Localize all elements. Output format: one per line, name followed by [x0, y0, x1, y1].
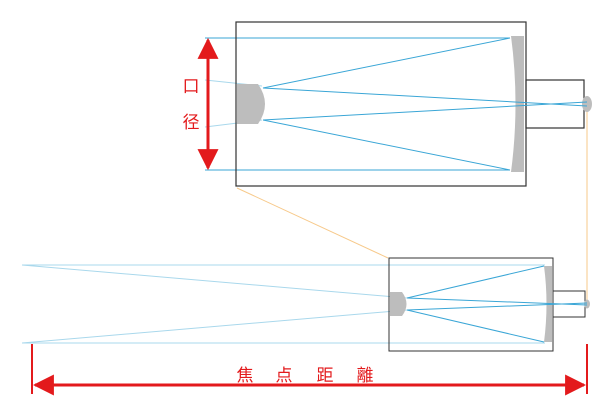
focal-point-enlarged	[582, 96, 592, 112]
incoming-rays-small	[21, 264, 545, 344]
reflect-ray-3	[262, 87, 588, 107]
zoom-connector-left	[236, 187, 389, 259]
zoom-connector	[236, 110, 588, 300]
tube-body-small	[388, 257, 554, 352]
tube-body-enlarged	[235, 21, 527, 187]
reflected-rays-small	[406, 265, 588, 343]
focal-length-label-char-3: 距	[317, 366, 334, 386]
focal-length-label-char-2: 点	[276, 366, 293, 386]
secondary-mirror-enlarged	[237, 84, 265, 124]
reflect-ray-4	[262, 101, 588, 121]
focal-length-dimension: 焦 点 距 離	[31, 344, 588, 396]
reflect-ray-1	[262, 37, 511, 89]
focal-length-label-bg	[225, 366, 385, 382]
enlarged-telescope: 口 径	[180, 21, 592, 187]
faint-ray-bottom-small	[21, 309, 408, 344]
reflect-ray-small-4	[406, 302, 588, 311]
primary-mirror-enlarged	[511, 36, 524, 172]
reflect-ray-2	[262, 119, 511, 171]
faint-ray-top-small	[21, 264, 408, 299]
aperture-label-char-1: 口	[183, 77, 200, 97]
reflect-ray-small-1	[406, 265, 545, 299]
aperture-label-char-2: 径	[183, 113, 200, 133]
secondary-mirror-small	[390, 292, 407, 316]
primary-mirror-small	[544, 266, 552, 342]
aperture-label-bg-2	[180, 110, 202, 132]
incoming-rays-enlarged	[205, 37, 510, 171]
focal-length-label-char-4: 離	[357, 366, 374, 386]
small-telescope	[21, 257, 590, 352]
aperture-label-bg-1	[180, 74, 202, 96]
focal-point-small	[584, 299, 590, 309]
reflect-ray-small-2	[406, 309, 545, 343]
focal-length-label-char-1: 焦	[237, 366, 254, 386]
reflected-rays-enlarged	[262, 37, 588, 171]
